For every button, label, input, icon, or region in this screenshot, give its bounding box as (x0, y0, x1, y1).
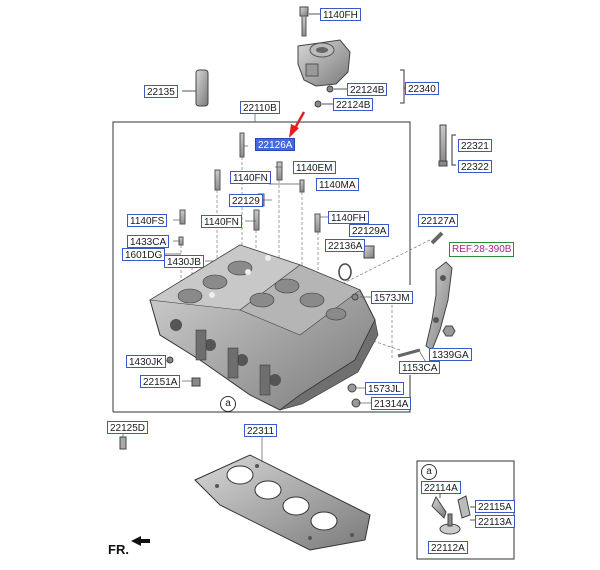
dowel-22135 (182, 69, 209, 107)
part-label-1140FN[interactable]: 1140FN (201, 215, 242, 228)
guide-22127A (430, 231, 444, 245)
head-gasket-22311 (194, 454, 371, 551)
bolt-22321-22322 (438, 124, 448, 167)
part-label-22340[interactable]: 22340 (405, 82, 439, 95)
part-label-22129[interactable]: 22129 (229, 194, 263, 207)
detail-marker-a[interactable]: a (220, 396, 236, 412)
part-label-1430JK[interactable]: 1430JK (126, 355, 166, 368)
front-direction-label: FR. (108, 542, 129, 557)
part-label-1140EM[interactable]: 1140EM (293, 161, 336, 174)
part-label-22135[interactable]: 22135 (144, 85, 178, 98)
small-parts-right (166, 293, 361, 408)
part-label-22113A[interactable]: 22113A (475, 515, 515, 528)
part-label-1339GA[interactable]: 1339GA (429, 348, 472, 361)
part-label-22114A[interactable]: 22114A (421, 481, 461, 494)
part-label-1601DG[interactable]: 1601DG (122, 248, 166, 261)
reference-link-28-390B[interactable]: REF.28-390B (449, 242, 515, 257)
part-label-22112A[interactable]: 22112A (428, 541, 468, 554)
part-label-21314A[interactable]: 21314A (371, 397, 412, 410)
cylinder-head-frame (112, 121, 411, 413)
part-label-22124B[interactable]: 22124B (333, 98, 374, 111)
part-label-22110B[interactable]: 22110B (240, 101, 280, 114)
part-label-1140FS[interactable]: 1140FS (127, 214, 168, 227)
part-label-22311[interactable]: 22311 (244, 424, 278, 437)
part-label-22124B[interactable]: 22124B (347, 83, 388, 96)
front-direction-arrow-icon (131, 536, 150, 546)
part-label-22126A[interactable]: 22126A (255, 138, 296, 151)
cylinder-head-casting (149, 244, 379, 411)
part-label-22115A[interactable]: 22115A (475, 500, 515, 513)
dowel-pin-22125D (119, 436, 127, 450)
part-label-1430JB[interactable]: 1430JB (164, 255, 204, 268)
part-label-1573JL[interactable]: 1573JL (365, 382, 404, 395)
part-label-1140FN[interactable]: 1140FN (230, 171, 271, 184)
cover-bracket-line (400, 69, 405, 104)
bracket-28-390B (425, 261, 453, 351)
highlight-arrow-icon (289, 111, 306, 138)
camshaft-cover-22340 (297, 39, 351, 108)
part-label-1433CA[interactable]: 1433CA (127, 235, 170, 248)
stud-1153CA (397, 348, 421, 358)
head-bolts (178, 132, 321, 246)
bolt-1140FH (299, 6, 320, 37)
part-label-1140FH[interactable]: 1140FH (320, 8, 361, 21)
oil-seal-22136A (338, 263, 352, 281)
part-label-22321[interactable]: 22321 (458, 139, 492, 152)
part-label-22127A[interactable]: 22127A (418, 214, 459, 227)
part-label-1153CA[interactable]: 1153CA (399, 361, 441, 374)
part-label-22322[interactable]: 22322 (458, 160, 492, 173)
part-label-22136A[interactable]: 22136A (325, 239, 366, 252)
detail-box-marker-a: a (421, 464, 437, 480)
bolt-1339GA (442, 325, 456, 337)
part-label-22129A[interactable]: 22129A (349, 224, 390, 237)
part-label-1140MA[interactable]: 1140MA (316, 178, 359, 191)
part-label-1140FH[interactable]: 1140FH (328, 211, 369, 224)
part-label-1573JM[interactable]: 1573JM (371, 291, 413, 304)
plug-22129A (363, 245, 375, 259)
part-label-22151A[interactable]: 22151A (140, 375, 181, 388)
part-label-22125D[interactable]: 22125D (107, 421, 149, 434)
